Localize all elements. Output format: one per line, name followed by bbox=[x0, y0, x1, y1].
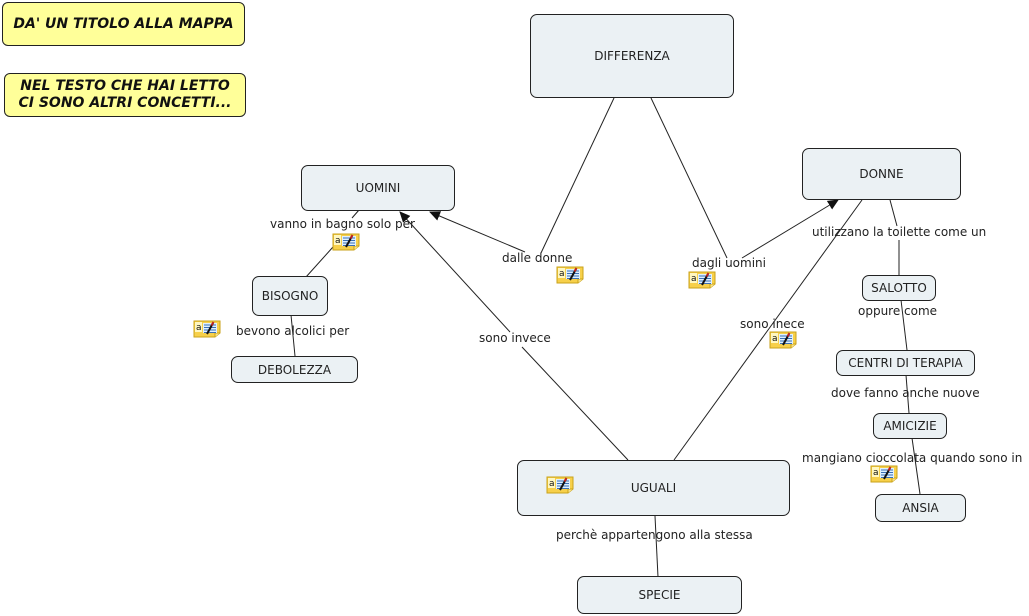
concept-ansia-label: ANSIA bbox=[902, 501, 939, 515]
svg-text:a: a bbox=[691, 274, 697, 284]
concept-bisogno[interactable]: BISOGNO bbox=[252, 276, 328, 316]
link-uguali-sono-invece bbox=[521, 346, 629, 461]
title-note[interactable]: DA' UN TITOLO ALLA MAPPA bbox=[2, 2, 245, 46]
svg-text:a: a bbox=[196, 323, 202, 333]
link-label-bevono[interactable]: bevono alcolici per bbox=[236, 324, 350, 338]
link-label-oppure[interactable]: oppure come bbox=[858, 304, 938, 318]
concept-amicizie[interactable]: AMICIZIE bbox=[873, 413, 947, 439]
concept-salotto[interactable]: SALOTTO bbox=[862, 275, 936, 301]
concept-uomini[interactable]: UOMINI bbox=[301, 165, 455, 211]
concept-donne[interactable]: DONNE bbox=[802, 148, 961, 200]
link-centri-amicizie bbox=[905, 374, 910, 414]
concept-specie[interactable]: SPECIE bbox=[577, 576, 742, 614]
annotation-note-icon: a bbox=[769, 331, 797, 349]
concept-differenza-label: DIFFERENZA bbox=[594, 49, 670, 63]
link-label-mangiano[interactable]: mangiano cioccolata quando sono in bbox=[802, 451, 1023, 465]
concept-uguali-label: UGUALI bbox=[630, 481, 677, 495]
concepts-note[interactable]: NEL TESTO CHE HAI LETTO CI SONO ALTRI CO… bbox=[4, 73, 246, 117]
link-bisogno-debolezza bbox=[290, 314, 296, 357]
link-label-perche[interactable]: perchè appartengono alla stessa bbox=[556, 528, 753, 542]
link-differenza-dagli-uomini bbox=[650, 97, 728, 259]
concept-specie-label: SPECIE bbox=[638, 588, 681, 602]
concept-differenza[interactable]: DIFFERENZA bbox=[530, 14, 734, 98]
concept-debolezza[interactable]: DEBOLEZZA bbox=[231, 356, 358, 383]
annotation-note-icon: a bbox=[193, 320, 221, 338]
link-label-sono-invece[interactable]: sono invece bbox=[479, 331, 551, 345]
link-differenza-dalle-donne bbox=[540, 97, 615, 254]
concept-amicizie-label: AMICIZIE bbox=[883, 419, 937, 433]
link-dagli-uomini-donne bbox=[741, 199, 839, 259]
concept-centri-di-terapia[interactable]: CENTRI DI TERAPIA bbox=[836, 350, 975, 376]
svg-text:a: a bbox=[549, 479, 555, 489]
link-label-dove[interactable]: dove fanno anche nuove bbox=[831, 386, 980, 400]
link-vanno-bisogno bbox=[305, 246, 334, 278]
concepts-note-text: NEL TESTO CHE HAI LETTO CI SONO ALTRI CO… bbox=[18, 78, 232, 111]
annotation-note-icon: a bbox=[546, 476, 574, 494]
link-label-vanno[interactable]: vanno in bagno solo per bbox=[270, 217, 415, 231]
concept-donne-label: DONNE bbox=[859, 167, 904, 181]
annotation-note-icon: a bbox=[688, 271, 716, 289]
title-note-text: DA' UN TITOLO ALLA MAPPA bbox=[13, 15, 234, 32]
concept-uomini-label: UOMINI bbox=[355, 181, 401, 195]
concept-salotto-label: SALOTTO bbox=[871, 281, 927, 295]
link-sono-invece-uomini bbox=[399, 211, 511, 333]
link-amicizie-ansia bbox=[911, 437, 921, 495]
concept-bisogno-label: BISOGNO bbox=[261, 289, 319, 303]
link-salotto-centri bbox=[900, 299, 908, 351]
link-label-dalle-donne[interactable]: dalle donne bbox=[502, 251, 573, 265]
link-label-dagli-uomini[interactable]: dagli uomini bbox=[692, 256, 766, 270]
link-donne-utilizzano bbox=[889, 199, 898, 227]
link-label-utilizzano[interactable]: utilizzano la toilette come un bbox=[812, 225, 987, 239]
link-dalle-donne-uomini bbox=[429, 211, 526, 253]
annotation-note-icon: a bbox=[870, 465, 898, 483]
link-uguali-specie bbox=[654, 515, 659, 578]
concept-ansia[interactable]: ANSIA bbox=[875, 494, 966, 522]
annotation-note-icon: a bbox=[332, 233, 360, 251]
svg-text:a: a bbox=[772, 334, 778, 344]
concept-centri-label: CENTRI DI TERAPIA bbox=[848, 356, 963, 370]
svg-text:a: a bbox=[335, 236, 341, 246]
svg-text:a: a bbox=[873, 468, 879, 478]
annotation-note-icon: a bbox=[556, 266, 584, 284]
svg-text:a: a bbox=[559, 269, 565, 279]
link-uguali-donne bbox=[673, 199, 863, 461]
link-uomini-vanno bbox=[351, 209, 360, 219]
concept-debolezza-label: DEBOLEZZA bbox=[257, 362, 332, 377]
link-label-sono-inece[interactable]: sono inece bbox=[740, 317, 805, 331]
